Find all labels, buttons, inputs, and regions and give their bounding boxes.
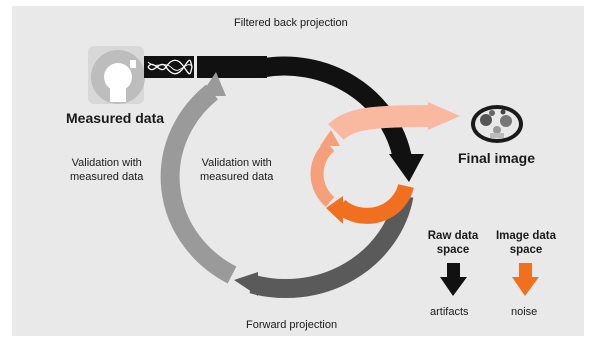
legend-arrow-image-data xyxy=(512,263,539,296)
inner-arrowhead-left xyxy=(320,130,340,146)
label-validation-inner: Validation with measured data xyxy=(200,157,274,183)
outer-arrowhead-dark xyxy=(389,154,424,182)
label-validation-outer: Validation with measured data xyxy=(70,157,144,183)
ct-scanner-icon xyxy=(88,46,145,104)
outer-arrowhead-light xyxy=(200,72,226,96)
outer-arrow-filtered-back-projection xyxy=(260,56,412,159)
legend-label-artifacts: artifacts xyxy=(430,306,469,318)
arrow-to-final-image xyxy=(328,102,460,141)
inner-arrowhead-bottom xyxy=(326,196,343,224)
raw-data-strip-icon xyxy=(144,56,194,78)
legend-label-image-data-space: Image data space xyxy=(495,230,557,256)
label-final-image: Final image xyxy=(458,150,536,166)
legend-arrow-raw-data xyxy=(440,263,467,296)
label-forward-projection: Forward projection xyxy=(246,319,338,331)
label-measured-data: Measured data xyxy=(66,110,165,126)
outer-arrowhead-mid xyxy=(234,272,258,296)
ct-slice-icon xyxy=(471,105,523,143)
label-filtered-back-projection: Filtered back projection xyxy=(234,17,348,29)
outer-arrow-forward-projection xyxy=(249,194,414,299)
legend-label-noise: noise xyxy=(511,306,538,318)
raw-data-band xyxy=(197,56,267,78)
legend-label-raw-data-space: Raw data space xyxy=(427,230,479,256)
inner-arrow-bottom xyxy=(334,183,414,224)
inner-arrow-left xyxy=(310,141,335,207)
outer-arrow-validation xyxy=(160,84,237,284)
